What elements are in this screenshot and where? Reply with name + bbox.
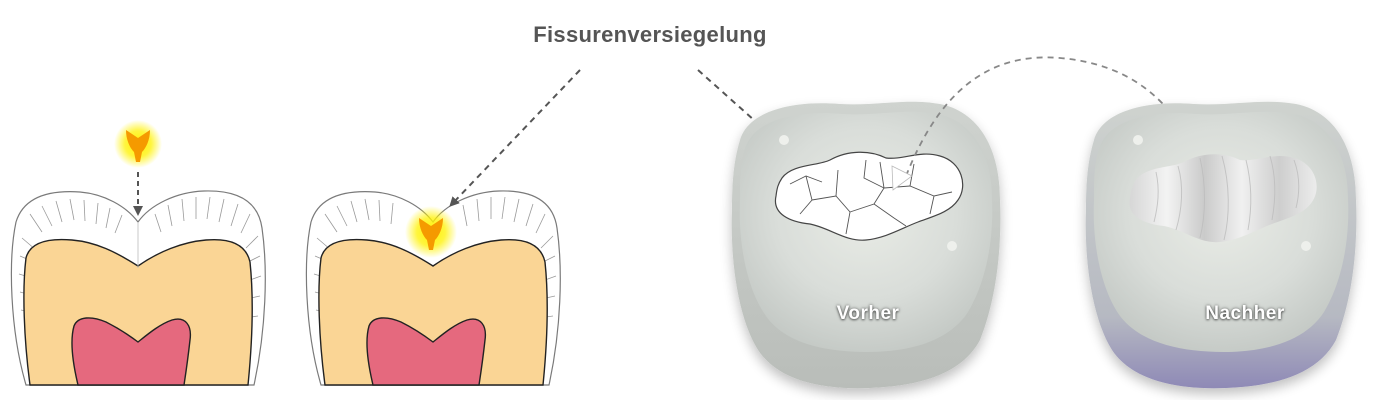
label-before: Vorher	[798, 303, 938, 325]
sealant-drop-glow	[114, 120, 162, 168]
label-after: Nachher	[1175, 303, 1315, 325]
molar-after	[1086, 102, 1357, 389]
molar-before	[732, 102, 1001, 389]
diagram-title: Fissurenversiegelung	[490, 22, 810, 48]
tooth-cross-section-sealed	[306, 191, 560, 385]
tooth-cross-section-before	[11, 191, 265, 385]
dashed-arrow-to-sealed-tooth	[452, 70, 580, 204]
